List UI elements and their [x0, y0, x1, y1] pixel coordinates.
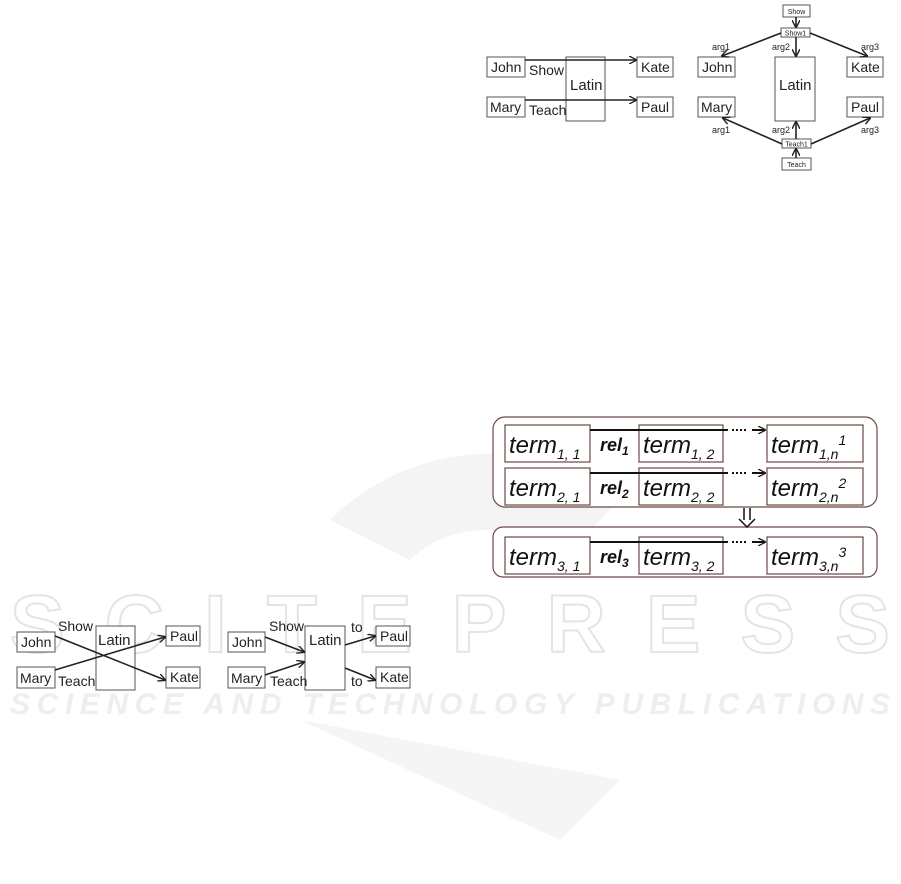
label-teach: Teach: [529, 102, 566, 118]
node-teach1: Teach1: [785, 142, 808, 149]
relation-label: rel1: [600, 435, 629, 458]
label-arg2: arg2: [772, 125, 790, 135]
node-mary: Mary: [231, 670, 262, 686]
term-last: term1,n1: [771, 432, 846, 462]
figure-top-right: Show Show1 John Latin Kate Mary Paul Tea…: [697, 4, 884, 171]
figure-top-left: John Show Latin Kate Mary Teach Paul: [486, 57, 674, 122]
label-arg3: arg3: [861, 125, 879, 135]
node-mary: Mary: [490, 99, 521, 115]
node-john: John: [21, 634, 51, 650]
node-john: John: [491, 59, 521, 75]
label-show: Show: [58, 618, 94, 634]
label-show: Show: [529, 62, 565, 78]
node-latin: Latin: [309, 632, 342, 649]
relation-label: rel2: [600, 478, 629, 501]
term-first: term3, 1: [509, 544, 580, 574]
node-latin: Latin: [779, 77, 812, 94]
node-paul: Paul: [380, 628, 408, 644]
term-box: [504, 467, 591, 506]
term-row: term2, 1 term2, 2 term2,n2 rel2: [504, 467, 864, 506]
term-first: term1, 1: [509, 432, 580, 462]
term-box: [638, 536, 724, 575]
term-second: term3, 2: [643, 544, 715, 574]
label-arg1: arg1: [712, 42, 730, 52]
node-kate: Kate: [170, 669, 199, 685]
term-first: term2, 1: [509, 475, 580, 505]
label-to: to: [351, 673, 363, 689]
label-teach: Teach: [270, 673, 307, 689]
term-second: term2, 2: [643, 475, 715, 505]
node-show: Show: [788, 9, 806, 16]
term-box: [766, 536, 864, 575]
term-row: term1, 1 term1, 2 term1,n1 rel1: [504, 424, 864, 463]
term-box: [504, 536, 591, 575]
figure-bottom-right: John Show Latin to Paul Mary Teach to Ka…: [227, 618, 411, 691]
label-arg3: arg3: [861, 42, 879, 52]
term-box: [638, 424, 724, 463]
node-mary: Mary: [20, 670, 51, 686]
watermark-sub: SCIENCE AND TECHNOLOGY PUBLICATIONS: [10, 688, 890, 721]
node-paul: Paul: [851, 99, 879, 115]
node-kate: Kate: [851, 59, 880, 75]
node-paul: Paul: [641, 99, 669, 115]
figure-bottom-left: John Show Latin Paul Mary Teach Kate: [16, 618, 201, 691]
term-row: term3, 1 term3, 2 term3,n3 rel3: [504, 536, 864, 575]
node-john: John: [702, 59, 732, 75]
term-last: term2,n2: [771, 475, 846, 505]
node-latin: Latin: [570, 77, 603, 94]
watermark-main: SCITEPRESS: [10, 579, 890, 670]
label-arg2: arg2: [772, 42, 790, 52]
label-to: to: [351, 619, 363, 635]
term-box: [638, 467, 724, 506]
term-last: term3,n3: [771, 544, 846, 574]
relation-label: rel3: [600, 547, 629, 570]
node-kate: Kate: [380, 669, 409, 685]
term-box: [504, 424, 591, 463]
node-latin: Latin: [98, 632, 131, 649]
label-arg1: arg1: [712, 125, 730, 135]
label-show: Show: [269, 618, 305, 634]
node-kate: Kate: [641, 59, 670, 75]
node-paul: Paul: [170, 628, 198, 644]
node-john: John: [232, 634, 262, 650]
term-box: [766, 424, 864, 463]
term-second: term1, 2: [643, 432, 715, 462]
watermark-logo-tail-icon: [300, 720, 620, 840]
node-show1: Show1: [785, 31, 807, 38]
label-teach: Teach: [58, 673, 95, 689]
watermark: SCITEPRESS SCIENCE AND TECHNOLOGY PUBLIC…: [9, 453, 891, 840]
node-mary: Mary: [701, 99, 732, 115]
term-box: [766, 467, 864, 506]
implies-arrow-icon: [738, 508, 756, 529]
node-teach: Teach: [787, 162, 806, 169]
